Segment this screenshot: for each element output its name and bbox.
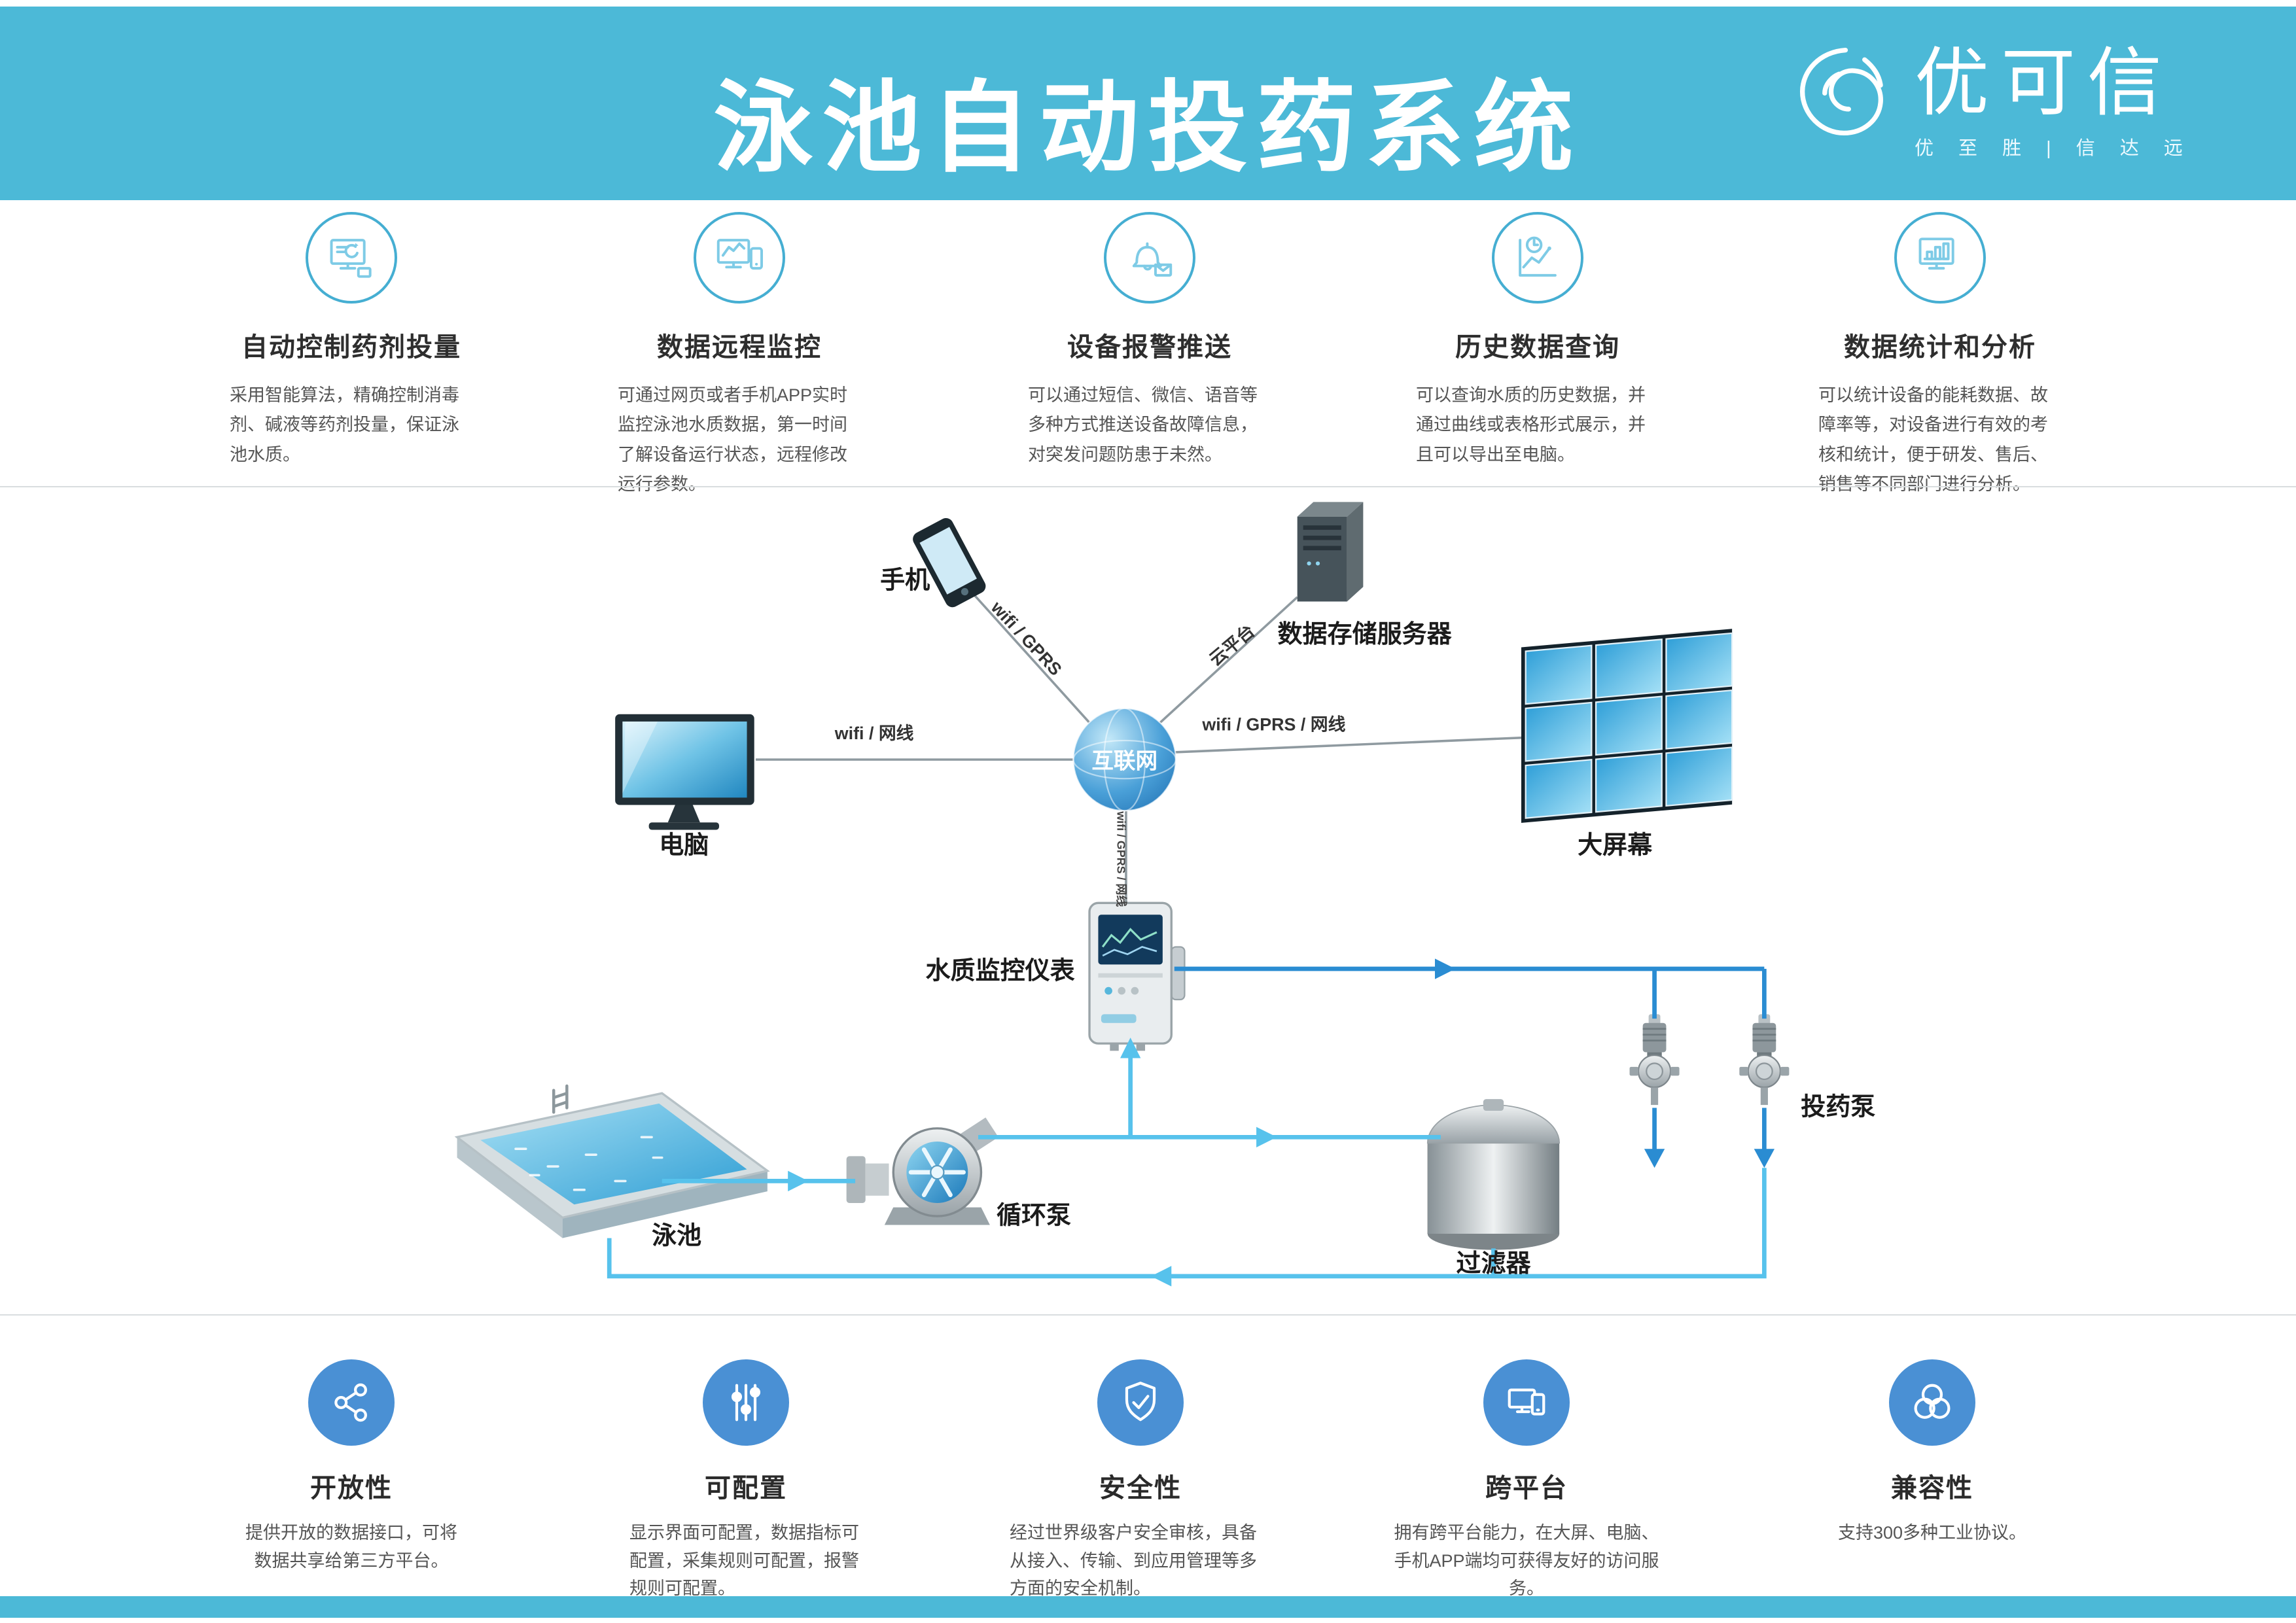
feature-configurable: 可配置 显示界面可配置，数据指标可配置，采集规则可配置，报警规则可配置。 (605, 1359, 887, 1603)
brand-name: 优可信 (1915, 42, 2174, 125)
feature-desc: 可以统计设备的能耗数据、故障率等，对设备进行有效的考核和统计，便于研发、售后、销… (1818, 385, 2048, 495)
flow-light (607, 1052, 1767, 1279)
feature-statistics: 数据统计和分析 可以统计设备的能耗数据、故障率等，对设备进行有效的考核和统计，便… (1803, 212, 2077, 499)
flow-light-arrows (788, 1038, 1277, 1287)
feature-desc: 提供开放的数据接口，可将数据共享给第三方平台。 (245, 1523, 457, 1571)
big-screen-node (1521, 629, 1733, 823)
history-query-icon (1492, 212, 1583, 304)
divider-bottom (0, 1314, 2296, 1316)
big-screen-label: 大屏幕 (1578, 831, 1653, 859)
feature-openness: 开放性 提供开放的数据接口，可将数据共享给第三方平台。 (211, 1359, 492, 1575)
feature-desc: 支持300多种工业协议。 (1837, 1523, 2027, 1543)
link-internet-screen: wifi / GPRS / 网线 (1201, 714, 1345, 734)
link-pc-internet: wifi / 网线 (834, 724, 914, 743)
link-phone-internet: wifi / GPRS (987, 597, 1065, 680)
feature-desc: 显示界面可配置，数据指标可配置，采集规则可配置，报警规则可配置。 (629, 1523, 859, 1599)
feature-cross-platform: 跨平台 拥有跨平台能力，在大屏、电脑、手机APP端均可获得友好的访问服务。 (1386, 1359, 1667, 1603)
server-label: 数据存储服务器 (1278, 621, 1453, 648)
header-banner (0, 7, 2296, 200)
compatibility-icon (1889, 1359, 1975, 1446)
page-title: 泳池自动投药系统 (713, 73, 1583, 184)
footer-bar (0, 1596, 2296, 1618)
feature-desc: 可以通过短信、微信、语音等多种方式推送设备故障信息，对突发问题防患于未然。 (1028, 385, 1258, 464)
feature-compatibility: 兼容性 支持300多种工业协议。 (1792, 1359, 2073, 1547)
filter-label: 过滤器 (1456, 1250, 1531, 1278)
pc-node (615, 714, 754, 830)
feature-title: 设备报警推送 (1067, 333, 1232, 362)
statistics-icon (1894, 212, 1986, 304)
auto-dosing-icon (306, 212, 397, 304)
feature-title: 跨平台 (1485, 1474, 1568, 1503)
internet-node: 互联网 (1072, 707, 1177, 812)
dosing-pump-nodes (1629, 1013, 1790, 1106)
circulation-pump-label: 循环泵 (997, 1202, 1071, 1229)
circulation-pump-node (846, 1117, 998, 1225)
server-node (1297, 502, 1364, 602)
flow-dark (1174, 966, 1767, 1152)
share-icon (308, 1359, 395, 1446)
filter-node (1426, 1099, 1561, 1250)
meter-node (1088, 901, 1186, 1051)
link-internet-meter: wifi / GPRS / 网线 (1115, 811, 1129, 907)
remote-monitor-icon (694, 212, 785, 304)
phone-label: 手机 (880, 567, 930, 594)
brand-logo: 优可信 优 至 胜 | 信 达 远 (1793, 41, 2193, 160)
feature-desc: 可以查询水质的历史数据，并通过曲线或表格形式展示，并且可以导出至电脑。 (1416, 385, 1646, 464)
alarm-push-icon (1104, 212, 1195, 304)
flow-dark-arrows (1434, 958, 1775, 1168)
pc-label: 电脑 (659, 831, 709, 859)
brand-swirl-icon (1799, 47, 1883, 136)
feature-history-query: 历史数据查询 可以查询水质的历史数据，并通过曲线或表格形式展示，并且可以导出至电… (1400, 212, 1675, 470)
feature-remote-monitor: 数据远程监控 可通过网页或者手机APP实时监控泳池水质数据，第一时间了解设备运行… (602, 212, 877, 499)
feature-desc: 经过世界级客户安全审核，具备从接入、传输、到应用管理等多方面的安全机制。 (1010, 1523, 1257, 1599)
feature-title: 历史数据查询 (1455, 333, 1620, 362)
internet-label: 互联网 (1091, 749, 1157, 774)
divider-top (0, 486, 2296, 487)
feature-title: 数据远程监控 (657, 333, 822, 362)
feature-title: 数据统计和分析 (1844, 333, 2036, 362)
feature-title: 自动控制药剂投量 (241, 333, 461, 362)
sliders-icon (703, 1359, 789, 1446)
brand-text: 优可信 优 至 胜 | 信 达 远 (1915, 41, 2193, 160)
feature-desc: 采用智能算法，精确控制消毒剂、碱液等药剂投量，保证泳池水质。 (230, 385, 459, 464)
brand-tagline: 优 至 胜 | 信 达 远 (1915, 138, 2193, 160)
feature-title: 安全性 (1099, 1474, 1182, 1503)
phone-node (913, 517, 986, 608)
meter-label: 水质监控仪表 (926, 958, 1075, 985)
network-lines (755, 590, 1525, 903)
shield-check-icon (1097, 1359, 1184, 1446)
devices-icon (1483, 1359, 1570, 1446)
pool-node (454, 1084, 770, 1238)
pool-label: 泳池 (652, 1223, 701, 1250)
feature-title: 可配置 (705, 1474, 787, 1503)
feature-title: 开放性 (310, 1474, 393, 1503)
system-diagram: 互联网 (454, 502, 1875, 1287)
feature-desc: 拥有跨平台能力，在大屏、电脑、手机APP端均可获得友好的访问服务。 (1394, 1523, 1659, 1599)
link-server-internet: 云平台 (1205, 620, 1259, 669)
feature-security: 安全性 经过世界级客户安全审核，具备从接入、传输、到应用管理等多方面的安全机制。 (1000, 1359, 1281, 1603)
feature-auto-dosing: 自动控制药剂投量 采用智能算法，精确控制消毒剂、碱液等药剂投量，保证泳池水质。 (214, 212, 489, 470)
feature-title: 兼容性 (1891, 1474, 1973, 1503)
feature-alarm-push: 设备报警推送 可以通过短信、微信、语音等多种方式推送设备故障信息，对突发问题防患… (1012, 212, 1287, 470)
feature-desc: 可通过网页或者手机APP实时监控泳池水质数据，第一时间了解设备运行状态，远程修改… (618, 385, 848, 495)
dosing-pump-label: 投药泵 (1801, 1094, 1875, 1121)
